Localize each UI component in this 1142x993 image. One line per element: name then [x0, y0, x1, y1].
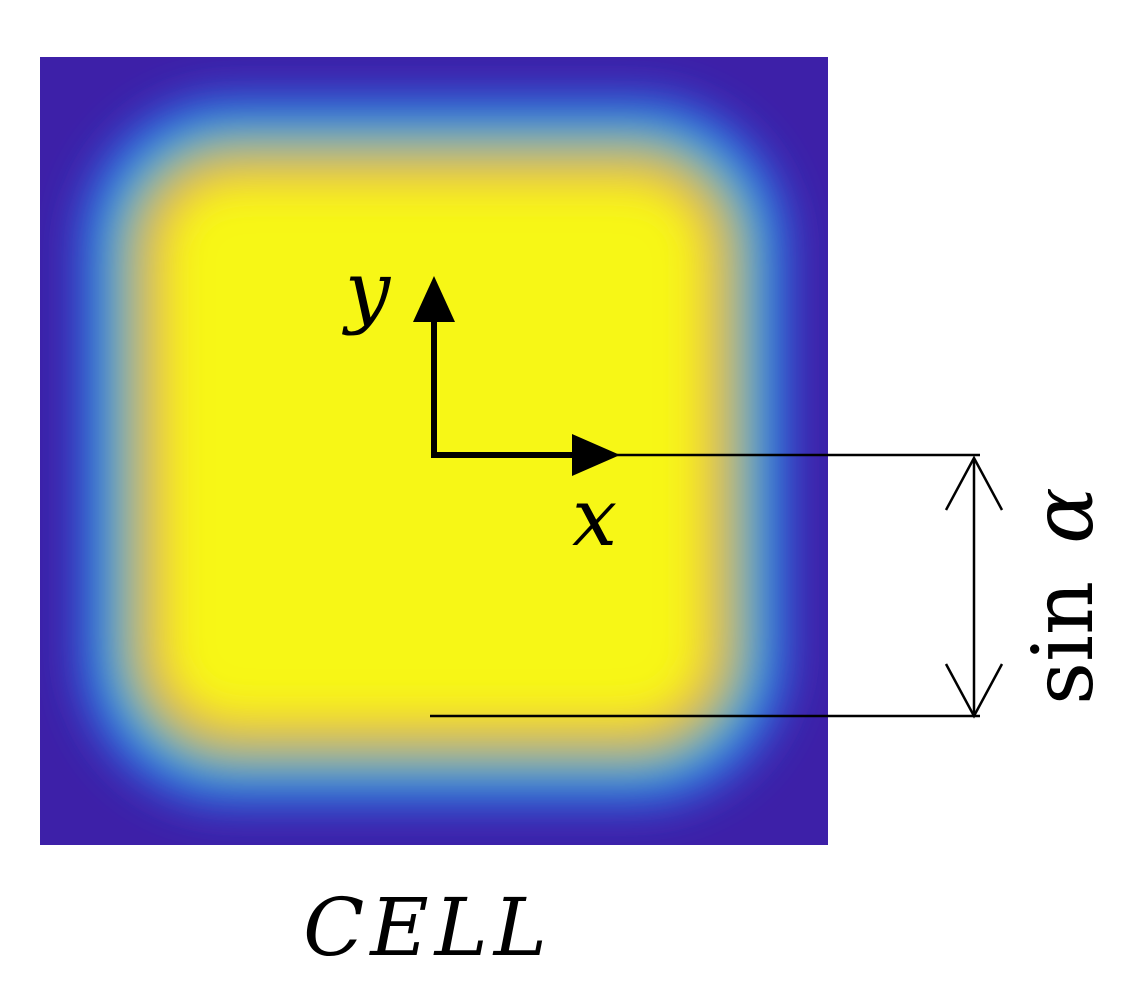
- dimension-label: sin α: [1014, 487, 1112, 705]
- y-axis-arrowhead: [413, 276, 455, 322]
- dimension-arrow-bottom: [944, 663, 1004, 719]
- dimension-label-variable: α: [1014, 487, 1112, 544]
- axes: [413, 276, 620, 476]
- y-axis-label: y: [342, 244, 392, 337]
- dimension-marker: [430, 453, 1004, 719]
- x-axis-label: x: [572, 471, 617, 564]
- dimension-label-function: sin: [1014, 581, 1112, 705]
- cell-caption: CELL: [303, 881, 553, 974]
- dimension-arrow-top: [944, 455, 1004, 511]
- dimension-label-text: sin α: [1014, 487, 1112, 705]
- x-axis-arrowhead: [572, 434, 620, 476]
